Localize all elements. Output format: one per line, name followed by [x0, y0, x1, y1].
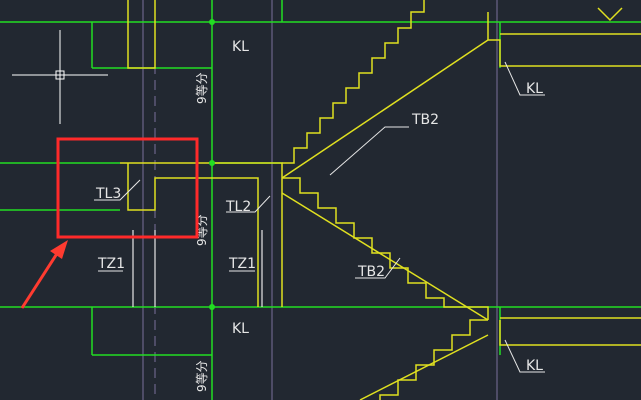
label-kl-right-top: KL — [526, 81, 543, 97]
highlight-box — [56, 137, 199, 239]
stair-flight-bottom-steps — [379, 319, 488, 400]
joint-marker-mid — [209, 160, 215, 166]
tl3-beam-outline — [127, 163, 259, 307]
label-kl-top: KL — [232, 39, 249, 55]
stair-flight-lower-slab — [281, 192, 489, 321]
stair-flight-bottom-slab — [359, 334, 489, 400]
stair-flight-lower-steps — [282, 177, 489, 320]
label-tb2-top: TB2 — [411, 112, 439, 128]
crosshair-cursor — [12, 30, 108, 124]
elevation-marker — [597, 7, 623, 22]
arrow-shaft — [20, 251, 60, 309]
label-dim-top: 9等分 — [195, 72, 209, 104]
upper-column-outline — [127, 0, 156, 69]
label-tz1-mid: TZ1 — [228, 256, 256, 272]
tb2-top-leader — [329, 126, 409, 176]
leader-lines — [94, 61, 545, 373]
label-kl-bottom: KL — [232, 321, 249, 337]
label-kl-right-bottom: KL — [526, 358, 543, 374]
label-dim-bottom: 9等分 — [195, 360, 209, 392]
kl-right-bottom-leader — [504, 339, 545, 373]
tl2-leader — [226, 195, 271, 213]
joint-marker-bottom — [209, 304, 215, 310]
stair-flight-upper-steps — [282, 0, 425, 164]
label-tz1-left: TZ1 — [97, 256, 125, 272]
tb2-bottom-leader — [355, 257, 401, 279]
label-tl3: TL3 — [95, 186, 121, 202]
stair-outlines — [120, 0, 641, 400]
label-tl2: TL2 — [225, 199, 251, 215]
tl3-leader — [94, 179, 141, 201]
joint-markers — [209, 19, 215, 310]
stair-flight-upper-slab — [281, 39, 489, 179]
label-tb2-bottom: TB2 — [357, 264, 385, 280]
upper-landing-outline — [487, 12, 641, 67]
joint-marker-top — [209, 19, 215, 25]
lower-landing-outline — [499, 320, 641, 346]
arrow-annotation — [20, 240, 68, 309]
kl-right-top-leader — [504, 61, 545, 96]
crosshair-pickbox — [55, 70, 65, 80]
arrow-head — [50, 240, 68, 259]
column-outlines — [132, 230, 263, 307]
